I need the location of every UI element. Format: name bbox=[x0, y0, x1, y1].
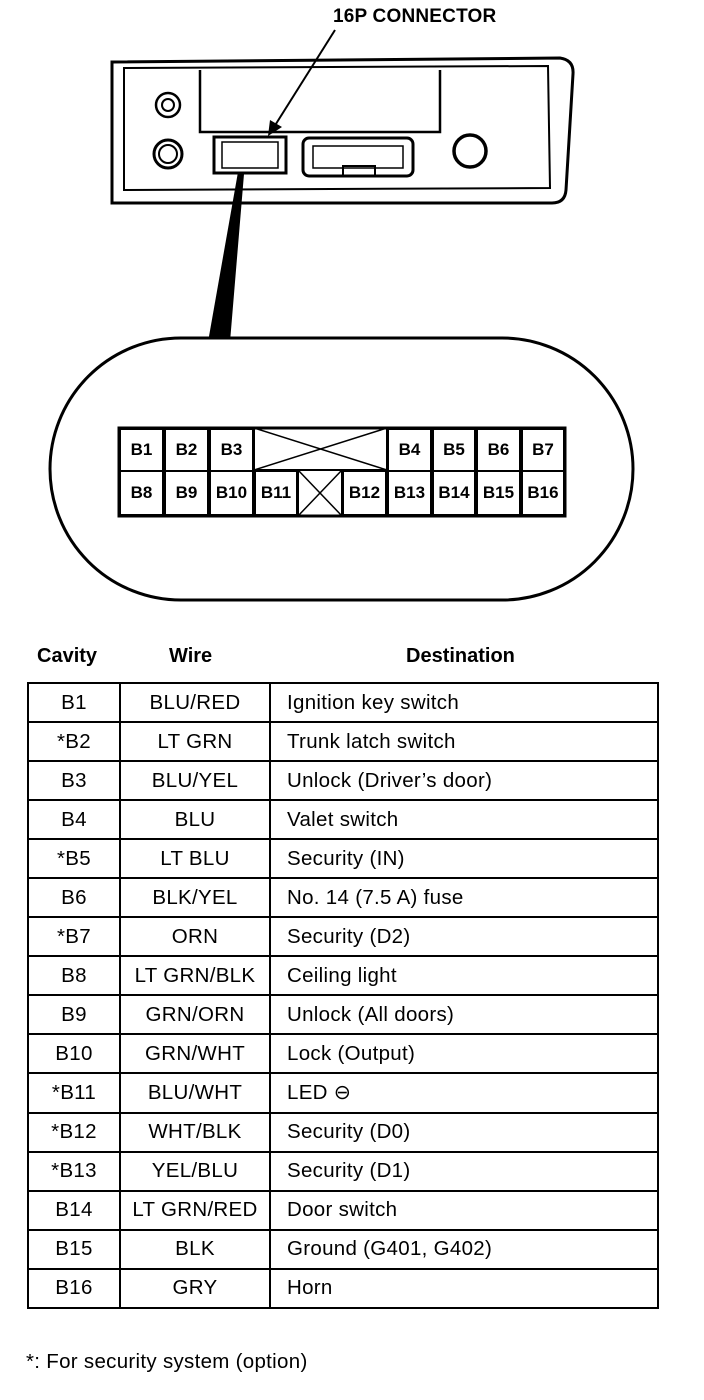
cavity-cell: *B13 bbox=[27, 1150, 121, 1192]
cavity-cell: B9 bbox=[27, 994, 121, 1036]
screw-bottom bbox=[152, 138, 184, 170]
cavity-cell: B14 bbox=[27, 1189, 121, 1231]
destination-cell: Ground (G401, G402) bbox=[269, 1228, 659, 1270]
pin-b5: B5 bbox=[432, 428, 476, 472]
cavity-cell: *B7 bbox=[27, 916, 121, 958]
pin-b7: B7 bbox=[521, 428, 565, 472]
other-socket bbox=[301, 136, 415, 178]
round-hole bbox=[452, 133, 488, 169]
cavity-cell: *B11 bbox=[27, 1072, 121, 1114]
destination-cell: Security (D2) bbox=[269, 916, 659, 958]
destination-cell: Unlock (Driver’s door) bbox=[269, 760, 659, 802]
header-cavity: Cavity bbox=[37, 645, 98, 667]
wire-cell: WHT/BLK bbox=[119, 1111, 271, 1153]
destination-cell: Ignition key switch bbox=[269, 681, 659, 724]
wire-cell: LT GRN/BLK bbox=[119, 955, 271, 997]
pin-b3: B3 bbox=[209, 428, 254, 472]
destination-cell: No. 14 (7.5 A) fuse bbox=[269, 877, 659, 919]
wire-cell: BLU/WHT bbox=[119, 1072, 271, 1114]
pin-b12: B12 bbox=[342, 470, 387, 516]
pin-b9: B9 bbox=[164, 470, 209, 516]
pin-b8: B8 bbox=[119, 470, 164, 516]
wire-cell: YEL/BLU bbox=[119, 1150, 271, 1192]
cavity-cell: B16 bbox=[27, 1267, 121, 1309]
cavity-cell: B3 bbox=[27, 760, 121, 802]
destination-cell: Ceiling light bbox=[269, 955, 659, 997]
wire-cell: ORN bbox=[119, 916, 271, 958]
wire-cell: LT BLU bbox=[119, 838, 271, 880]
footnote: *: For security system (option) bbox=[26, 1350, 308, 1373]
callout-arrow bbox=[268, 29, 336, 136]
pin-b11: B11 bbox=[254, 470, 298, 516]
16p-socket bbox=[212, 135, 288, 175]
destination-cell: Horn bbox=[269, 1267, 659, 1309]
wire-cell: GRN/WHT bbox=[119, 1033, 271, 1075]
pin-b16: B16 bbox=[521, 470, 565, 516]
destination-cell: Door switch bbox=[269, 1189, 659, 1231]
destination-cell: Trunk latch switch bbox=[269, 721, 659, 763]
screw-top bbox=[154, 91, 182, 119]
harness-wedge bbox=[208, 172, 244, 342]
pin-b14: B14 bbox=[432, 470, 476, 516]
cavity-cell: B4 bbox=[27, 799, 121, 841]
cavity-cell: *B2 bbox=[27, 721, 121, 763]
header-destination: Destination bbox=[406, 645, 515, 667]
wire-cell: GRN/ORN bbox=[119, 994, 271, 1036]
destination-cell: Unlock (All doors) bbox=[269, 994, 659, 1036]
cavity-cell: *B5 bbox=[27, 838, 121, 880]
destination-cell: Valet switch bbox=[269, 799, 659, 841]
destination-cell: Lock (Output) bbox=[269, 1033, 659, 1075]
wire-cell: BLK bbox=[119, 1228, 271, 1270]
pin-b4: B4 bbox=[387, 428, 432, 472]
connector-callout-label: 16P CONNECTOR bbox=[333, 6, 497, 27]
wire-cell: BLU/YEL bbox=[119, 760, 271, 802]
pin-b15: B15 bbox=[476, 470, 521, 516]
pin-b2: B2 bbox=[164, 428, 209, 472]
wire-cell: BLU/RED bbox=[119, 681, 271, 724]
pin-b1: B1 bbox=[119, 428, 164, 472]
cavity-cell: *B12 bbox=[27, 1111, 121, 1153]
cavity-cell: B6 bbox=[27, 877, 121, 919]
control-unit bbox=[110, 56, 575, 205]
destination-cell: Security (D0) bbox=[269, 1111, 659, 1153]
header-wire: Wire bbox=[169, 645, 213, 667]
destination-cell: Security (D1) bbox=[269, 1150, 659, 1192]
pin-b6: B6 bbox=[476, 428, 521, 472]
cavity-cell: B8 bbox=[27, 955, 121, 997]
pin-b13: B13 bbox=[387, 470, 432, 516]
cavity-cell: B15 bbox=[27, 1228, 121, 1270]
wire-cell: LT GRN bbox=[119, 721, 271, 763]
pin-b10: B10 bbox=[209, 470, 254, 516]
wire-cell: BLU bbox=[119, 799, 271, 841]
wire-cell: LT GRN/RED bbox=[119, 1189, 271, 1231]
destination-cell: Security (IN) bbox=[269, 838, 659, 880]
wire-cell: GRY bbox=[119, 1267, 271, 1309]
connector-diagram bbox=[48, 29, 635, 602]
cavity-cell: B1 bbox=[27, 681, 121, 724]
destination-cell: LED ⊖ bbox=[269, 1072, 659, 1114]
wire-cell: BLK/YEL bbox=[119, 877, 271, 919]
cavity-cell: B10 bbox=[27, 1033, 121, 1075]
